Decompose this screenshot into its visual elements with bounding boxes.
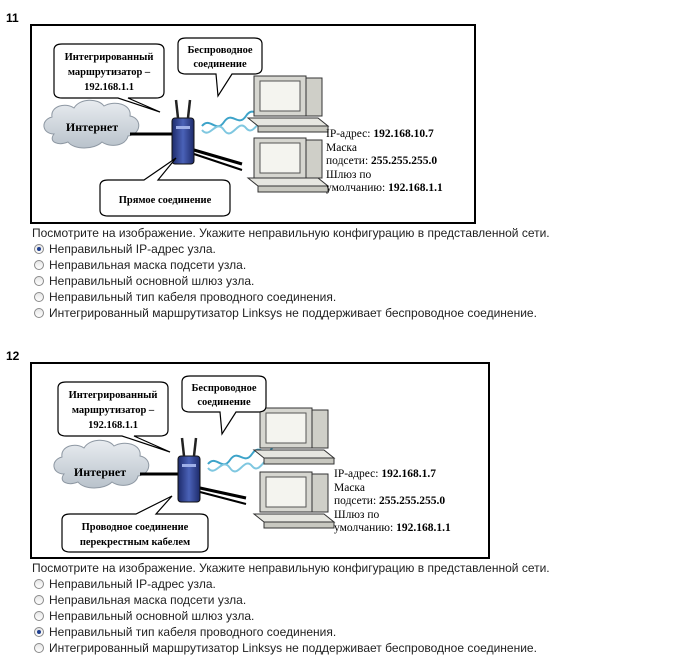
answer-option[interactable]: Неправильный тип кабеля проводного соеди… [34,290,336,304]
computer-icon [246,137,330,193]
wired-cable [193,148,243,166]
wired-cable [199,486,247,500]
radio-button[interactable] [34,643,44,653]
wireless-callout: Беспроводное соединение [181,375,267,436]
computer-icon [252,407,336,465]
internet-cloud-icon [53,439,150,489]
svg-text:192.168.1.1: 192.168.1.1 [88,420,138,431]
radio-button[interactable] [34,595,44,605]
router-icon [171,99,195,165]
question-prompt: Посмотрите на изображение. Укажите непра… [32,226,550,240]
svg-text:перекрестным кабелем: перекрестным кабелем [80,537,190,548]
router-callout: Интегрированный маршрутизатор – 192.168.… [57,381,171,453]
svg-text:маршрутизатор –: маршрутизатор – [68,67,151,78]
computer-icon [252,471,336,529]
answer-option[interactable]: Неправильная маска подсети узла. [34,258,246,272]
internet-label: Интернет [74,465,126,479]
svg-text:маршрутизатор –: маршрутизатор – [72,405,155,416]
radio-button[interactable] [34,627,44,637]
svg-text:Проводное соединение: Проводное соединение [82,522,189,533]
radio-button[interactable] [34,244,44,254]
radio-button[interactable] [34,611,44,621]
router-icon [177,437,201,503]
network-diagram: Интернет [30,24,476,224]
answer-option[interactable]: Неправильный IP-адрес узла. [34,577,216,591]
question-number: 11 [6,11,19,25]
answer-option[interactable]: Неправильный основной шлюз узла. [34,274,254,288]
svg-text:Прямое соединение: Прямое соединение [119,195,212,206]
answer-option[interactable]: Интегрированный маршрутизатор Linksys не… [34,641,537,655]
answer-option[interactable]: Неправильный IP-адрес узла. [34,242,216,256]
computer-icon [246,75,330,133]
radio-button[interactable] [34,308,44,318]
svg-text:192.168.1.1: 192.168.1.1 [84,82,134,93]
wireless-callout: Беспроводное соединение [177,37,263,98]
host-config: IP-адрес: 192.168.1.7 Маска подсети: 255… [334,468,451,534]
internet-label: Интернет [66,120,118,134]
wired-callout: Проводное соединение перекрестным кабеле… [61,495,209,553]
host-config: IP-адрес: 192.168.10.7 Маска подсети: 25… [326,128,443,194]
svg-text:соединение: соединение [197,397,251,408]
radio-button[interactable] [34,292,44,302]
answer-option[interactable]: Неправильная маска подсети узла. [34,593,246,607]
answer-option[interactable]: Неправильный тип кабеля проводного соеди… [34,625,336,639]
router-callout: Интегрированный маршрутизатор – 192.168.… [53,43,165,113]
svg-text:Беспроводное: Беспроводное [191,383,256,394]
svg-text:Беспроводное: Беспроводное [187,45,252,56]
radio-button[interactable] [34,579,44,589]
answer-option[interactable]: Интегрированный маршрутизатор Linksys не… [34,306,537,320]
answer-option[interactable]: Неправильный основной шлюз узла. [34,609,254,623]
internet-cloud-icon [43,99,140,149]
wired-callout: Прямое соединение [99,157,231,217]
radio-button[interactable] [34,276,44,286]
svg-text:Интегрированный: Интегрированный [69,390,158,401]
radio-button[interactable] [34,260,44,270]
question-prompt: Посмотрите на изображение. Укажите непра… [32,561,550,575]
question-number: 12 [6,349,20,363]
network-diagram: Интернет Интегр [30,362,490,559]
svg-text:Интегрированный: Интегрированный [65,52,154,63]
svg-text:соединение: соединение [193,59,247,70]
